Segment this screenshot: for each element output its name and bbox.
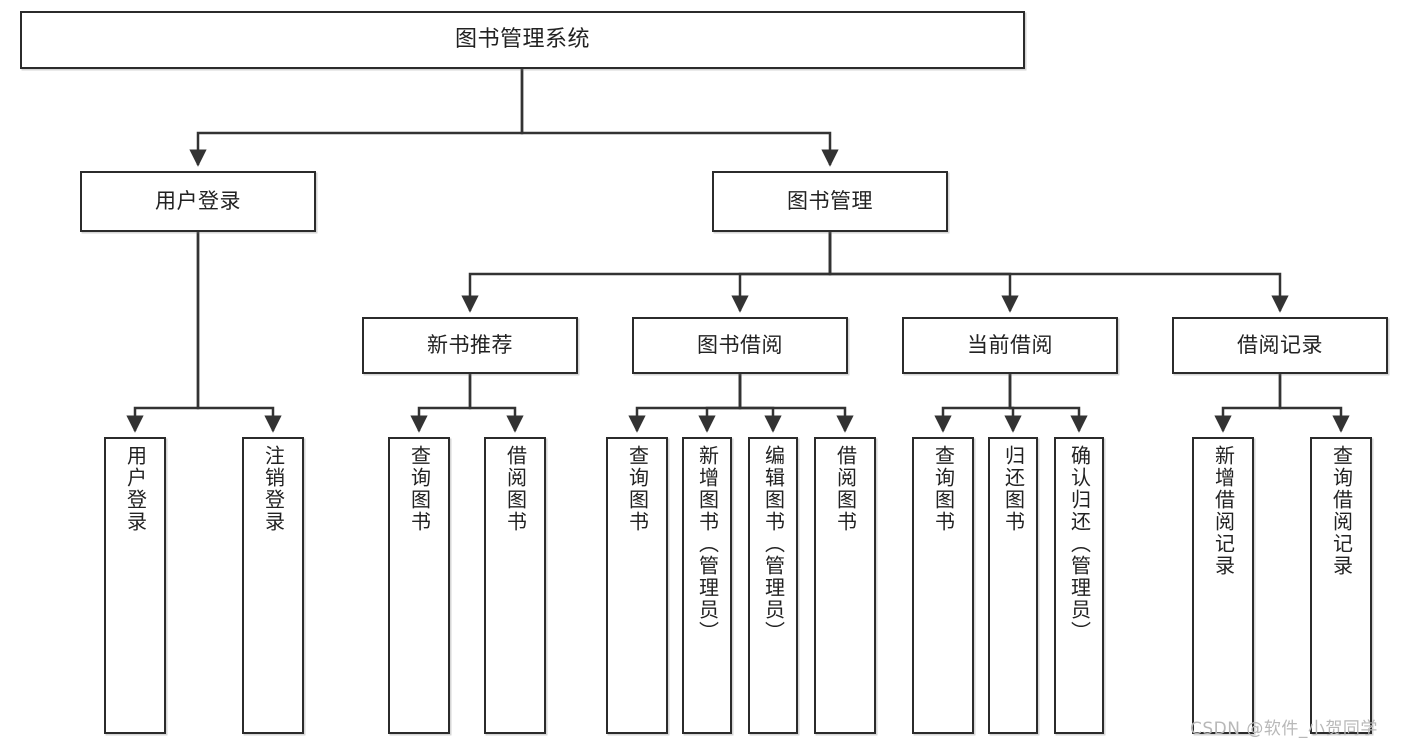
node-root-label: 图书管理系统 — [454, 27, 590, 53]
node-new-book-recommend-label: 新书推荐 — [427, 333, 513, 358]
node-book-borrow[interactable]: 图书借阅 — [632, 317, 848, 374]
node-book-borrow-label: 图书借阅 — [697, 333, 783, 358]
node-leaf-borrow-book-2-label: 借阅图书 — [833, 445, 858, 533]
node-leaf-edit-book[interactable]: 编辑图书（管理员） — [748, 437, 798, 734]
node-leaf-add-borrow-record-label: 新增借阅记录 — [1211, 445, 1236, 577]
node-leaf-logout[interactable]: 注销登录 — [242, 437, 304, 734]
node-leaf-logout-label: 注销登录 — [261, 445, 286, 533]
node-leaf-add-book-label: 新增图书（管理员） — [695, 445, 720, 643]
node-leaf-query-borrow-record[interactable]: 查询借阅记录 — [1310, 437, 1372, 734]
csdn-watermark: CSDN @软件_小贺同学 — [1190, 719, 1378, 739]
node-book-management[interactable]: 图书管理 — [712, 171, 948, 232]
node-leaf-query-book-2-label: 查询图书 — [625, 445, 650, 533]
node-leaf-query-book-3-label: 查询图书 — [931, 445, 956, 533]
node-leaf-borrow-book-2[interactable]: 借阅图书 — [814, 437, 876, 734]
node-borrow-record[interactable]: 借阅记录 — [1172, 317, 1388, 374]
node-current-borrow[interactable]: 当前借阅 — [902, 317, 1118, 374]
node-leaf-confirm-return-label: 确认归还（管理员） — [1067, 445, 1092, 643]
node-root[interactable]: 图书管理系统 — [20, 11, 1025, 69]
edge-group — [126, 69, 1350, 433]
node-user-login[interactable]: 用户登录 — [80, 171, 316, 232]
node-leaf-return-book-label: 归还图书 — [1001, 445, 1026, 533]
node-user-login-label: 用户登录 — [155, 189, 241, 214]
node-leaf-borrow-book-1-label: 借阅图书 — [503, 445, 528, 533]
node-borrow-record-label: 借阅记录 — [1237, 333, 1323, 358]
node-leaf-return-book[interactable]: 归还图书 — [988, 437, 1038, 734]
node-leaf-user-login-label: 用户登录 — [123, 445, 148, 533]
node-leaf-query-book-1[interactable]: 查询图书 — [388, 437, 450, 734]
node-leaf-query-book-1-label: 查询图书 — [407, 445, 432, 533]
node-leaf-user-login[interactable]: 用户登录 — [104, 437, 166, 734]
node-new-book-recommend[interactable]: 新书推荐 — [362, 317, 578, 374]
node-leaf-query-book-2[interactable]: 查询图书 — [606, 437, 668, 734]
node-book-management-label: 图书管理 — [787, 189, 873, 214]
node-leaf-edit-book-label: 编辑图书（管理员） — [761, 445, 786, 643]
node-leaf-confirm-return[interactable]: 确认归还（管理员） — [1054, 437, 1104, 734]
node-leaf-add-borrow-record[interactable]: 新增借阅记录 — [1192, 437, 1254, 734]
node-leaf-query-borrow-record-label: 查询借阅记录 — [1329, 445, 1354, 577]
node-current-borrow-label: 当前借阅 — [967, 333, 1053, 358]
node-leaf-add-book[interactable]: 新增图书（管理员） — [682, 437, 732, 734]
node-leaf-borrow-book-1[interactable]: 借阅图书 — [484, 437, 546, 734]
node-leaf-query-book-3[interactable]: 查询图书 — [912, 437, 974, 734]
